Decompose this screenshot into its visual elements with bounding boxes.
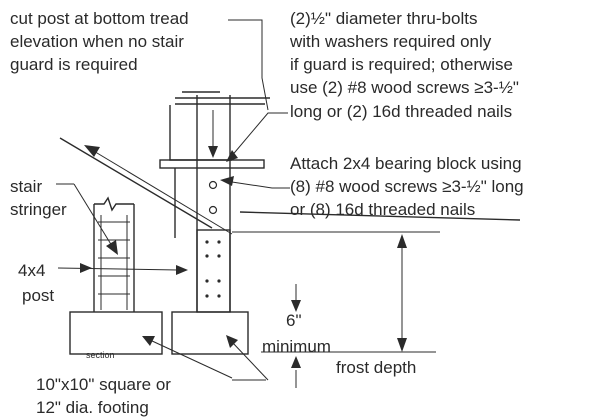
- cut-post-arrowhead: [208, 146, 218, 158]
- cut-post-label-line1: cut post at bottom tread: [10, 9, 189, 28]
- bolts-leader: [229, 112, 288, 159]
- bolts-arrowhead: [226, 150, 238, 162]
- stair-tread: [159, 159, 265, 169]
- footing-arrowhead-left: [142, 336, 155, 346]
- section-inner-lines: [100, 215, 128, 310]
- post-arrowhead-section: [80, 263, 92, 273]
- section-label: section: [86, 350, 115, 360]
- block-label-line2: (8) #8 wood screws ≥3-½" long: [290, 177, 524, 196]
- post-arrowhead: [176, 265, 188, 275]
- bolts-label-line2: with washers required only: [289, 32, 492, 51]
- stringer-label-line2: stringer: [10, 200, 67, 219]
- bolts-label-line4: use (2) #8 wood screws ≥3-½": [290, 78, 519, 97]
- footing-arrow-left-line: [149, 339, 233, 379]
- footing-arrowhead-right: [226, 335, 238, 348]
- screw-dot: [217, 240, 221, 244]
- stringer-label-line1: stair: [10, 177, 42, 196]
- grade-line-upper: [239, 211, 521, 221]
- screw-dot: [217, 254, 221, 258]
- bearing-block: [196, 229, 231, 313]
- section-steps: [98, 221, 130, 295]
- guard-stub: [169, 105, 232, 161]
- block-arrowhead: [220, 176, 234, 186]
- bolts-label-line5: long or (2) 16d threaded nails: [290, 102, 512, 121]
- thru-bolt-upper: [208, 180, 218, 190]
- screw-dot: [205, 294, 209, 298]
- stringer-top-edge: [59, 137, 213, 229]
- bolts-label-line3: if guard is required; otherwise: [290, 55, 513, 74]
- block-leader: [231, 181, 290, 189]
- post-arrow-line: [57, 267, 179, 271]
- screw-dot: [205, 279, 209, 283]
- post-label-line2: post: [22, 286, 54, 305]
- six-inch-arrow-down: [291, 300, 301, 312]
- stringer-diagonal-arrow-line: [91, 149, 233, 235]
- screw-dot: [217, 294, 221, 298]
- block-label-line1: Attach 2x4 bearing block using: [290, 154, 522, 173]
- post-label-line1: 4x4: [18, 261, 45, 280]
- minimum-label-line1: 6": [286, 311, 302, 330]
- post-footing: [171, 311, 249, 355]
- six-inch-arrow-up: [291, 356, 301, 368]
- cut-post-label-line2: elevation when no stair: [10, 32, 184, 51]
- cut-post-leader: [228, 19, 269, 111]
- screw-dot: [205, 254, 209, 258]
- footing-arrow-right-line: [231, 341, 269, 381]
- minimum-label-line2: minimum: [262, 337, 331, 356]
- footing-label-line1: 10"x10" square or: [36, 375, 171, 394]
- thru-bolt-lower: [208, 205, 218, 215]
- stringer-arrow-line: [73, 183, 113, 247]
- screw-dot: [217, 279, 221, 283]
- stringer-diagonal-arrowhead: [84, 145, 100, 157]
- bolts-label-line1: (2)½" diameter thru-bolts: [290, 9, 477, 28]
- section-footing: [69, 311, 163, 355]
- screw-dot: [205, 240, 209, 244]
- frost-depth-label: frost depth: [336, 358, 416, 377]
- footing-label-line2: 12" dia. footing: [36, 398, 149, 417]
- frost-depth-arrow-up: [397, 234, 407, 248]
- section-break: [94, 196, 134, 212]
- stringer-arrowhead: [106, 240, 118, 255]
- cut-post-label-line3: guard is required: [10, 55, 138, 74]
- frost-depth-arrow-down: [397, 338, 407, 352]
